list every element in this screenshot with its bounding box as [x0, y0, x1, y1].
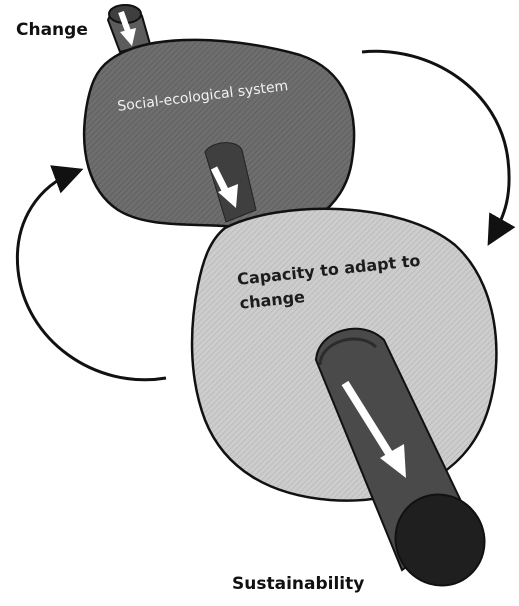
sustainability-tube	[314, 327, 486, 587]
system-white-arrow	[210, 166, 238, 208]
change-label: Change	[16, 20, 88, 40]
inner-tube	[204, 142, 257, 223]
cycle-arrow-left	[15, 165, 167, 382]
sustainability-label: Sustainability	[232, 574, 365, 594]
sustainability-white-arrow	[341, 380, 406, 478]
social-ecological-system-circle	[82, 38, 356, 232]
change-white-arrow	[118, 10, 136, 46]
cycle-arrow-right	[361, 49, 516, 246]
